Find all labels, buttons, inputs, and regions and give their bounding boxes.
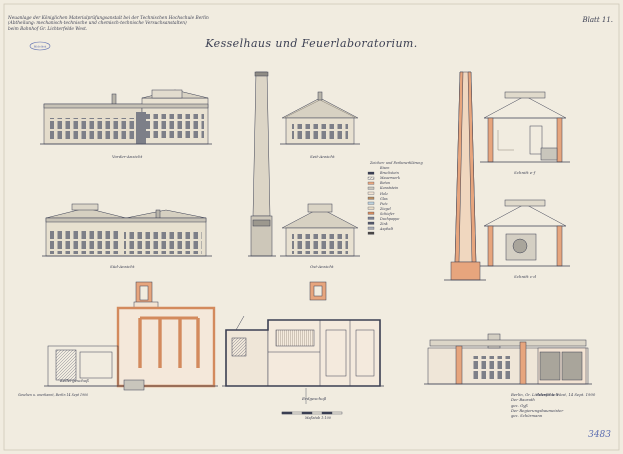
legend-item: Zink: [380, 222, 388, 227]
scale-bar: [281, 411, 343, 415]
caption-section-cd: Schnitt c-d: [514, 274, 537, 279]
scale-label: Maßstab 1:100: [305, 416, 331, 420]
sheet-number: Blatt 11.: [582, 16, 613, 24]
section-cd: [480, 199, 570, 267]
legend-title: Zeichen- und Farbenerklärung: [370, 161, 423, 165]
legend-item: Holz: [380, 191, 388, 196]
legend-item: Glas: [380, 196, 388, 201]
inventory-number: 3483: [588, 430, 611, 440]
legend-item: Bruchstein: [380, 171, 399, 176]
legend-item: Beton: [380, 181, 391, 186]
signature-line: gez. Schürmann: [511, 413, 543, 419]
legend-item: Eisen: [380, 166, 390, 171]
legend-item: Schiefer: [380, 211, 395, 216]
legend-item: Dachpappe: [380, 217, 400, 222]
header-line: Neuanlage der Königlichen Materialprüfun…: [8, 16, 209, 21]
caption-south-view: Süd-Ansicht: [110, 264, 135, 269]
signature-line: gez. Gyß: [511, 402, 528, 408]
legend-item: Kunststein: [380, 186, 399, 191]
signature-line: Der Regierungsbaumeister: [511, 407, 564, 413]
legend-item: Putz: [380, 201, 388, 206]
front-elevation: [40, 89, 212, 145]
svg-text:Bibliothek: Bibliothek: [34, 45, 47, 48]
caption-front-view: Vorder-Ansicht: [112, 154, 143, 159]
legend-swatches: [367, 171, 375, 235]
sheet-title: Kesselhaus und Feuerlaboratorium.: [205, 37, 418, 50]
institute-stamp: Bibliothek: [29, 41, 51, 51]
header-line: (Abtheilung: mechanisch-technische und c…: [8, 21, 187, 27]
caption-ground-plan: Erdgeschoß: [302, 396, 327, 401]
section-ef: [480, 91, 570, 163]
caption-cellar-plan: Kellergeschoß: [60, 378, 89, 383]
legend-item: Ziegel: [380, 206, 391, 211]
ground-plan: [222, 281, 384, 404]
side-elevation: [280, 91, 360, 145]
legend: Zeichen- und Farbenerklärung Eisen Bruch…: [370, 161, 423, 232]
caption-east-view: Ost-Ansicht: [310, 264, 334, 269]
signature-line: Der Baurath: [511, 397, 535, 403]
legend-item: Mauerwerk: [380, 176, 400, 181]
header-line: beim Bahnhof Gr. Lichterfelde West.: [8, 26, 88, 32]
chimney-section: [444, 71, 486, 281]
caption-side-view: Seit-Ansicht: [310, 154, 335, 159]
signature-line: Berlin, Gr. Lichterfelde West, 14 Sept. …: [511, 392, 596, 397]
cellar-plan: [44, 281, 218, 391]
caption-section-ef: Schnitt e-f: [514, 170, 536, 175]
signature-block: Berlin, Gr. Lichterfelde West, 14 Sept. …: [511, 392, 595, 418]
south-elevation: [42, 203, 212, 257]
chimney-elevation: [248, 71, 276, 257]
section-ab: [424, 333, 592, 385]
footer-note: Gesehen u. anerkannt, Berlin 14 Sept 190…: [18, 393, 89, 397]
caption-section-ab: Schnitt a-b: [536, 392, 559, 397]
legend-item: Asphalt: [380, 227, 394, 232]
east-elevation: [280, 203, 360, 257]
